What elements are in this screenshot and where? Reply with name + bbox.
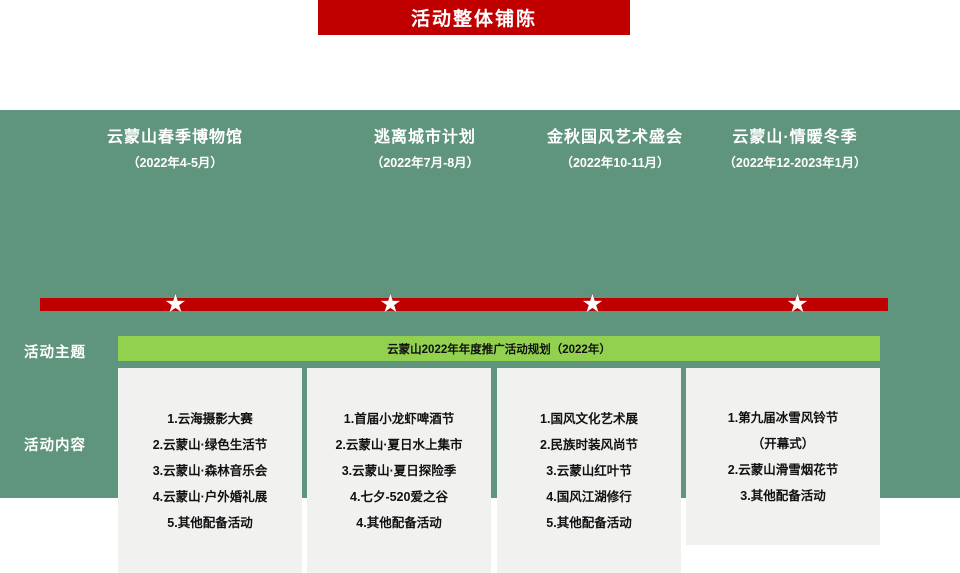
phase-title: 金秋国风艺术盛会 [546, 129, 683, 146]
phase-heading-row: 云蒙山春季博物馆 （2022年4-5月） 逃离城市计划 （2022年7月-8月）… [40, 128, 920, 190]
star-icon: ★ [379, 290, 402, 318]
list-item: 4.云蒙山·户外婚礼展 [152, 489, 268, 504]
star-icon: ★ [786, 290, 809, 318]
list-item: 4.国风江湖修行 [546, 489, 632, 504]
content-card-2: 1.首届小龙虾啤酒节 2.云蒙山·夏日水上集市 3.云蒙山·夏日探险季 4.七夕… [307, 368, 491, 573]
list-item: 3.云蒙山·森林音乐会 [152, 463, 268, 478]
theme-bar: 云蒙山2022年年度推广活动规划（2022年） [118, 336, 880, 361]
theme-bar-text: 云蒙山2022年年度推广活动规划（2022年） [387, 343, 611, 356]
row-label-theme: 活动主题 [24, 345, 86, 361]
list-item: 1.首届小龙虾啤酒节 [343, 411, 455, 426]
phase-heading-3: 金秋国风艺术盛会 （2022年10-11月） [480, 128, 750, 172]
phase-date: （2022年7月-8月） [370, 156, 480, 170]
phase-heading-1: 云蒙山春季博物馆 （2022年4-5月） [40, 128, 310, 172]
phase-heading-4: 云蒙山·情暖冬季 （2022年12-2023年1月） [660, 128, 930, 172]
star-icon: ★ [164, 290, 187, 318]
list-item: 1.国风文化艺术展 [540, 411, 638, 426]
list-item: 3.云蒙山·夏日探险季 [341, 463, 457, 478]
phase-title: 逃离城市计划 [373, 129, 476, 146]
list-item: 2.云蒙山·夏日水上集市 [335, 437, 463, 452]
list-item: 2.民族时装风尚节 [540, 437, 638, 452]
slide-title-banner: 活动整体铺陈 [318, 0, 630, 35]
phase-date: （2022年12-2023年1月） [723, 156, 867, 170]
list-item: 5.其他配备活动 [167, 515, 253, 530]
page-title: 活动整体铺陈 [410, 9, 537, 30]
timeline-bar: ★ ★ ★ ★ [40, 292, 888, 317]
content-card-3: 1.国风文化艺术展 2.民族时装风尚节 3.云蒙山红叶节 4.国风江湖修行 5.… [497, 368, 681, 573]
list-item: 4.其他配备活动 [356, 515, 442, 530]
list-item: 2.云蒙山滑雪烟花节 [727, 462, 839, 477]
content-card-4: 1.第九届冰雪风铃节 （开幕式） 2.云蒙山滑雪烟花节 3.其他配备活动 [686, 368, 880, 545]
phase-date: （2022年10-11月） [560, 156, 670, 170]
star-icon: ★ [581, 290, 604, 318]
list-item: 4.七夕-520爱之谷 [350, 489, 448, 504]
list-item: 1.第九届冰雪风铃节 [727, 410, 839, 425]
list-item: 3.其他配备活动 [740, 488, 826, 503]
list-item: 3.云蒙山红叶节 [546, 463, 632, 478]
phase-title: 云蒙山·情暖冬季 [732, 129, 858, 146]
list-item: 2.云蒙山·绿色生活节 [152, 437, 268, 452]
list-item: （开幕式） [751, 436, 815, 451]
phase-title: 云蒙山春季博物馆 [106, 129, 243, 146]
list-item: 1.云海摄影大赛 [167, 411, 253, 426]
content-card-1: 1.云海摄影大赛 2.云蒙山·绿色生活节 3.云蒙山·森林音乐会 4.云蒙山·户… [118, 368, 302, 573]
main-panel: 云蒙山春季博物馆 （2022年4-5月） 逃离城市计划 （2022年7月-8月）… [0, 110, 960, 573]
row-label-content: 活动内容 [24, 438, 86, 454]
phase-date: （2022年4-5月） [127, 156, 223, 170]
list-item: 5.其他配备活动 [546, 515, 632, 530]
phase-heading-2: 逃离城市计划 （2022年7月-8月） [290, 128, 560, 172]
